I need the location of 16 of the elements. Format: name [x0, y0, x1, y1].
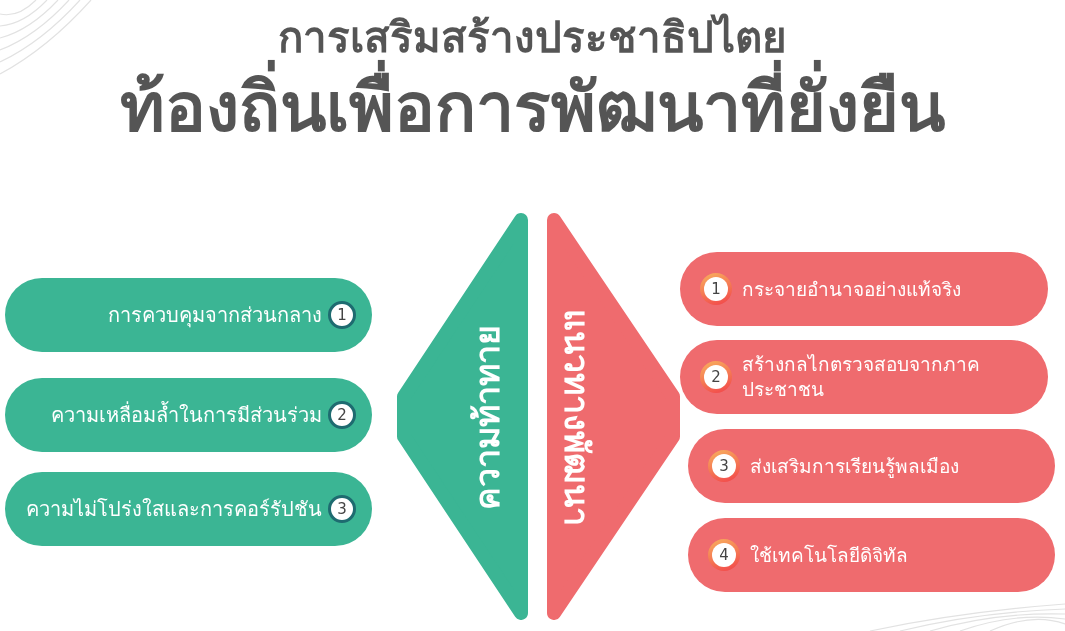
title: การเสริมสร้างประชาธิปไตย ท้องถิ่นเพื่อการพัฒนาที่ยั่งยืน — [120, 12, 945, 149]
step-number: 2 — [328, 401, 356, 429]
pill-label: การควบคุมจากส่วนกลาง — [108, 302, 322, 328]
step-number: 1 — [328, 301, 356, 329]
chevron-band — [397, 213, 528, 620]
pill-label: กระจายอำนาจอย่างแท้จริง — [742, 276, 961, 302]
pill-label: ความไม่โปร่งใสและการคอร์รัปชัน — [26, 496, 322, 522]
rounded-pill — [680, 340, 1048, 414]
step-number: 3 — [328, 495, 356, 523]
band-label: แนวทางพัฒนา — [556, 308, 598, 525]
pill-label: ส่งเสริมการเรียนรู้พลเมือง — [750, 453, 959, 479]
pill-label: สร้างกลไกตรวจสอบจากภาคประชาชน — [742, 352, 981, 402]
pill-label: ความเหลื่อมล้ำในการมีส่วนร่วม — [51, 402, 322, 428]
band-label: ความท้าทาย — [466, 324, 508, 509]
chevron-band — [547, 213, 680, 620]
pill-label: ใช้เทคโนโลยีดิจิทัล — [750, 542, 908, 568]
